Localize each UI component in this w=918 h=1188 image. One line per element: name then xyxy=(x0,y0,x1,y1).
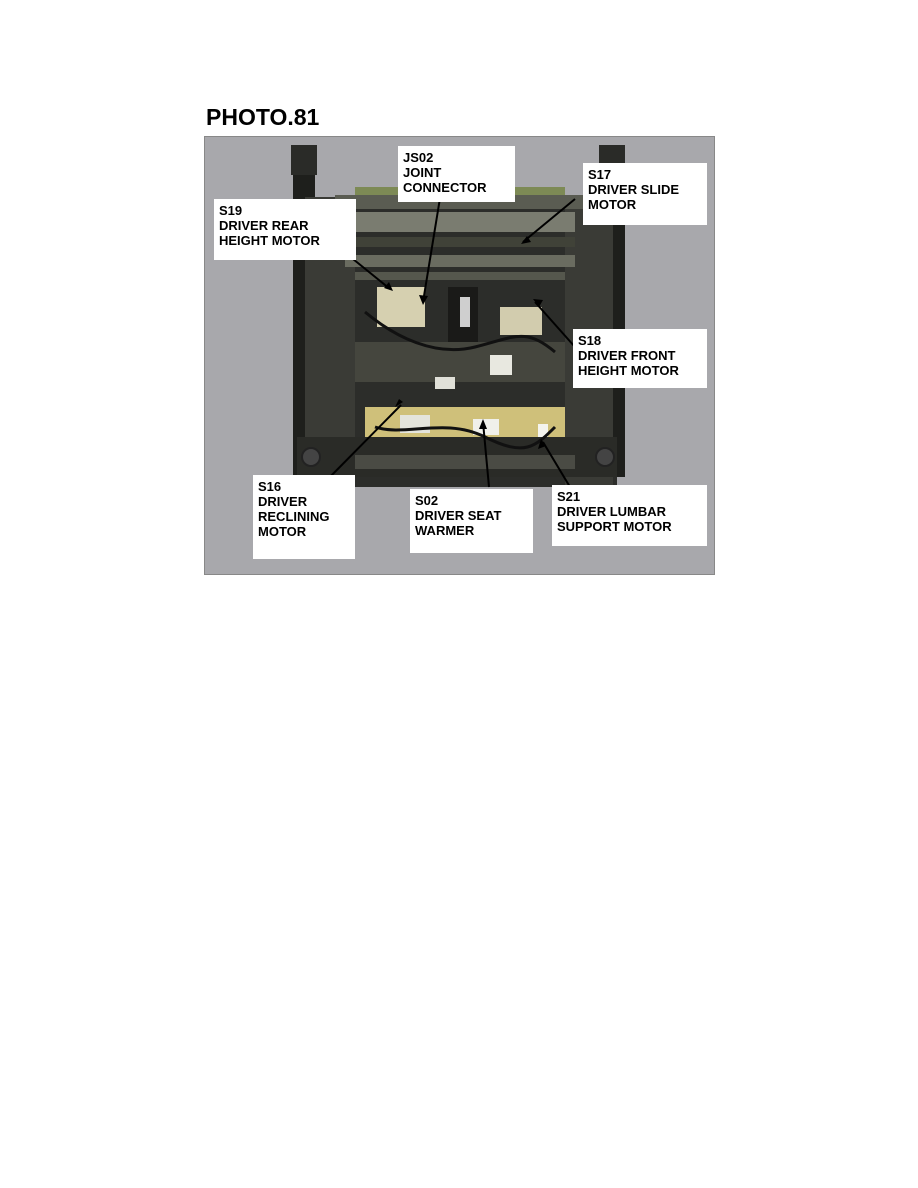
callout-s16-line-2: DRIVER xyxy=(258,494,308,509)
arrowheads xyxy=(384,236,546,449)
callout-s16: S16 DRIVER RECLINING MOTOR xyxy=(253,475,355,559)
leader-lines xyxy=(324,191,576,488)
rear-height-motor xyxy=(377,287,425,327)
callout-s16-line-3: RECLINING xyxy=(258,509,330,524)
callout-js02-line-2: JOINT xyxy=(403,165,442,180)
callout-s21-line-2: DRIVER LUMBAR xyxy=(557,504,667,519)
callout-s02-line-3: WARMER xyxy=(415,523,475,538)
callout-js02-line-3: CONNECTOR xyxy=(403,180,487,195)
callout-s16-line-1: S16 xyxy=(258,479,282,494)
callout-s19: S19 DRIVER REAR HEIGHT MOTOR xyxy=(214,199,356,260)
callout-s17-line-2: DRIVER SLIDE xyxy=(588,182,680,197)
callout-s21-line-3: SUPPORT MOTOR xyxy=(557,519,672,534)
callout-s02-line-2: DRIVER SEAT xyxy=(415,508,502,523)
seat-frame-photo: JS02 JOINT CONNECTOR S17 DRIVER SLIDE MO… xyxy=(204,136,715,575)
callout-s18: S18 DRIVER FRONT HEIGHT MOTOR xyxy=(573,329,707,388)
callout-s02-line-1: S02 xyxy=(415,493,439,508)
callout-s17: S17 DRIVER SLIDE MOTOR xyxy=(583,163,707,225)
callout-js02: JS02 JOINT CONNECTOR xyxy=(398,146,515,202)
callout-s21: S21 DRIVER LUMBAR SUPPORT MOTOR xyxy=(552,485,707,546)
photo-title: PHOTO.81 xyxy=(206,104,320,130)
callout-js02-line-1: JS02 xyxy=(403,150,434,165)
callout-s18-line-1: S18 xyxy=(578,333,602,348)
callout-s16-line-4: MOTOR xyxy=(258,524,307,539)
callout-s18-line-2: DRIVER FRONT xyxy=(578,348,676,363)
front-height-motor xyxy=(500,307,542,335)
callout-s17-line-3: MOTOR xyxy=(588,197,637,212)
callout-s02: S02 DRIVER SEAT WARMER xyxy=(410,489,533,553)
callout-s18-line-3: HEIGHT MOTOR xyxy=(578,363,679,378)
callout-s21-line-1: S21 xyxy=(557,489,581,504)
callout-s19-line-3: HEIGHT MOTOR xyxy=(219,233,320,248)
callout-s19-line-1: S19 xyxy=(219,203,243,218)
callout-s19-line-2: DRIVER REAR xyxy=(219,218,309,233)
callout-s17-line-1: S17 xyxy=(588,167,612,182)
